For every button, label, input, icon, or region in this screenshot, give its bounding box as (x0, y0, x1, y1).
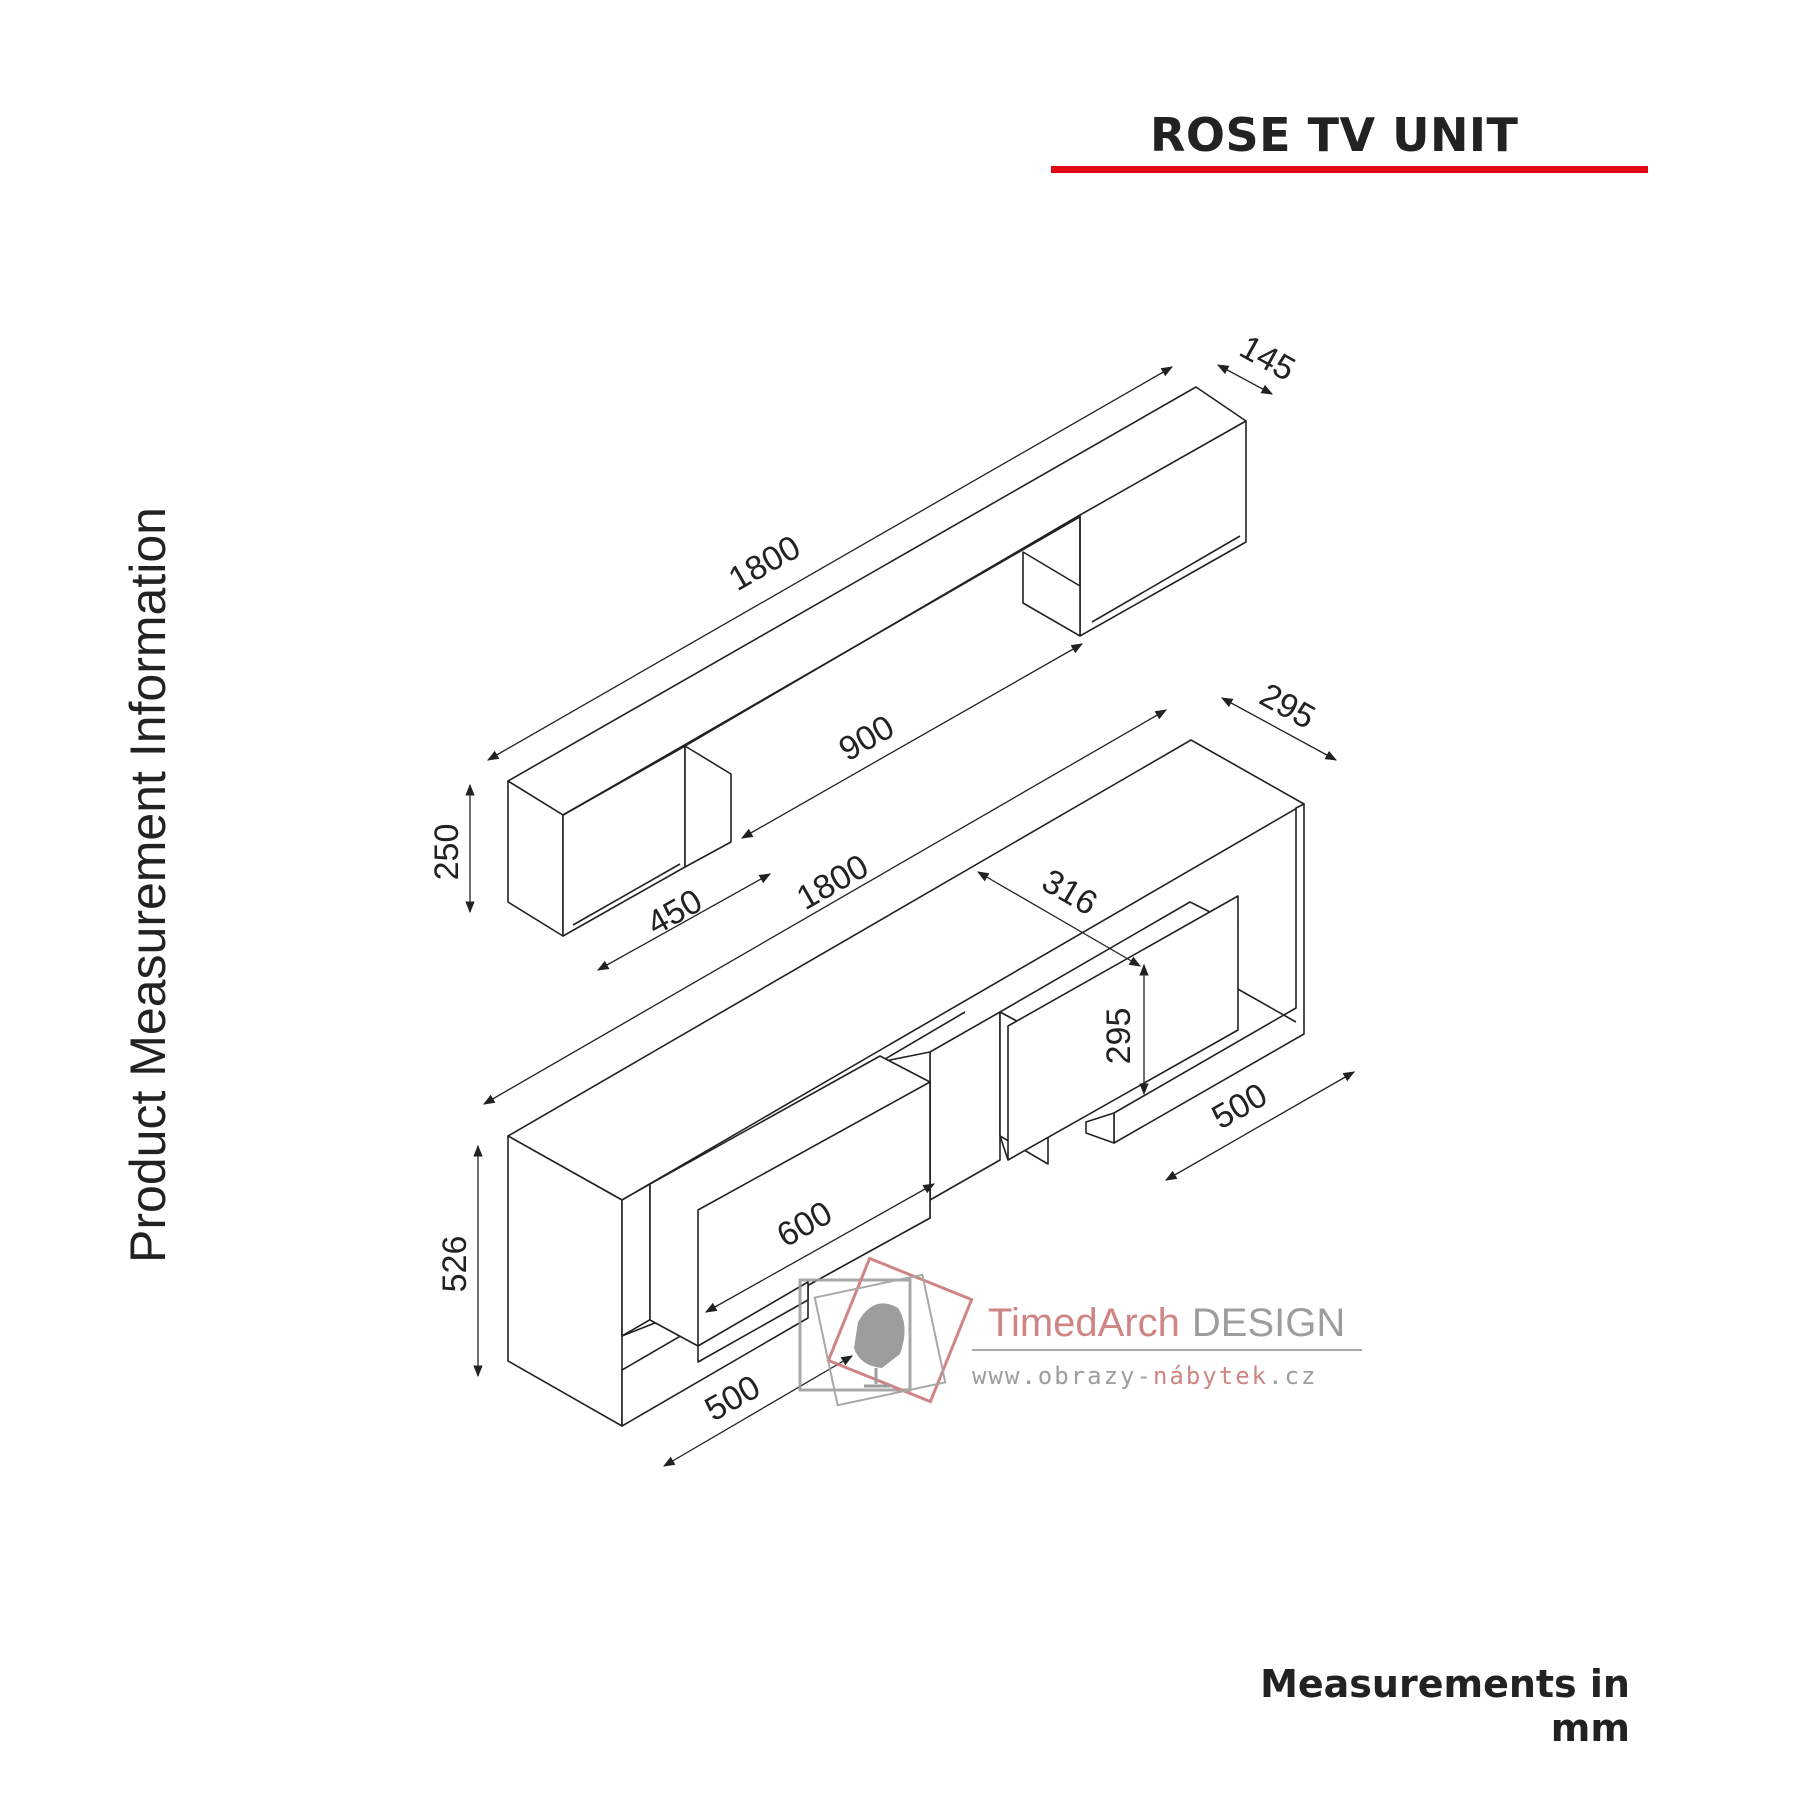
dim-line-drawer-width (704, 1183, 936, 1313)
dim-line-unit-depth (1220, 697, 1338, 761)
dim-shelf-length: 1800 (722, 528, 807, 598)
units-note: Measurements in mm (1260, 1662, 1630, 1750)
dim-unit-length: 1800 (790, 847, 875, 917)
dim-line-shelf-depth (1216, 364, 1274, 395)
watermark-url: www.obrazy-nábytek.cz (972, 1362, 1317, 1390)
dim-line-shelf-length (486, 366, 1174, 761)
unit-right-base (1085, 1112, 1115, 1144)
unit-center-back (929, 1011, 1001, 1201)
dim-shelf-height: 250 (428, 824, 466, 881)
dim-line-unit-length (482, 709, 1168, 1105)
dim-unit-height: 526 (436, 1236, 474, 1293)
dim-shelf-section: 450 (641, 882, 709, 943)
dim-line-right-width (1164, 1071, 1356, 1181)
title-underline (1051, 166, 1648, 173)
unit-left-inner (621, 1183, 651, 1337)
dim-line-unit-inner (976, 871, 1142, 967)
dim-unit-depth: 295 (1253, 676, 1321, 737)
egg-chair-icon (798, 1256, 974, 1407)
dim-shelf-gap: 900 (833, 708, 901, 769)
page-title: ROSE TV UNIT (1150, 108, 1519, 162)
shelf-left-divider (684, 745, 732, 868)
shelf-right-divider (1022, 551, 1081, 637)
dim-drawer-height: 295 (1100, 1008, 1138, 1065)
dim-shelf-depth: 145 (1233, 328, 1301, 389)
dimension-lines (465, 364, 1356, 1467)
dim-left-width: 500 (699, 1368, 767, 1429)
dim-line-left-width (662, 1355, 854, 1467)
